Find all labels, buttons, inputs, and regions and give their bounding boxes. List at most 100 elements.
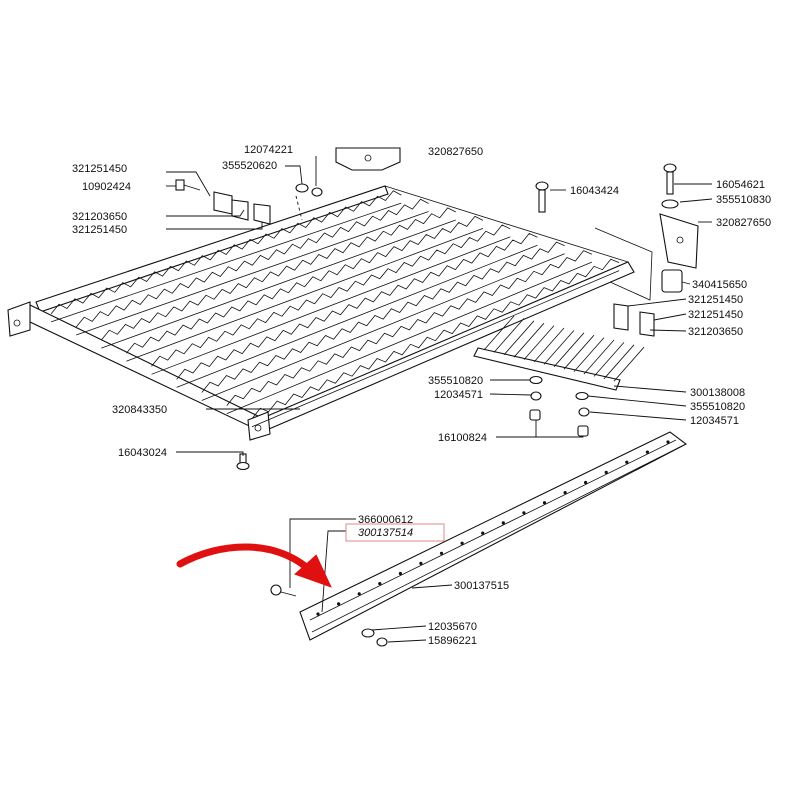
serrated-slat (251, 258, 620, 420)
tine-finger (553, 332, 585, 368)
bolt-16043424-shank (538, 189, 546, 213)
leader-321251450-a (166, 171, 211, 197)
label-300137515: 300137515 (454, 580, 509, 592)
strip-hole (666, 440, 670, 444)
leader-16100824-b (536, 436, 584, 438)
slat-lower-edge (226, 261, 593, 415)
bolt-16043424 (535, 181, 549, 213)
mid-hardware (529, 375, 590, 437)
label-355510820-b: 355510820 (690, 401, 745, 413)
leader-355520620 (285, 165, 303, 185)
strip-hole (522, 511, 526, 515)
front-bracket-hole (254, 424, 262, 432)
label-355510830: 355510830 (716, 194, 771, 206)
serrated-slat (126, 215, 484, 354)
strip-holes (316, 440, 670, 616)
serrated-slat (100, 207, 456, 341)
label-12034571-b: 12034571 (690, 415, 739, 427)
left-end-bracket (7, 301, 31, 337)
leader-16100824-a (496, 420, 537, 438)
label-15896221: 15896221 (428, 635, 477, 647)
strip-hole (316, 612, 320, 616)
dashed-leader-washer (295, 195, 303, 221)
top-plate-hole (364, 154, 372, 162)
tine-finger (543, 330, 575, 365)
nut-12034571-b (578, 407, 590, 417)
leader-300137514 (321, 530, 346, 613)
strip-edge-line (311, 445, 683, 633)
tine-finger (573, 337, 605, 372)
label-355520620: 355520620 (222, 160, 277, 172)
strip-hole (645, 450, 650, 454)
plate-320827650 (659, 213, 699, 269)
leader-12034571-a (489, 393, 532, 396)
serrated-slat (176, 233, 538, 380)
label-321251450-a: 321251450 (72, 163, 127, 175)
tine-finger (493, 318, 525, 353)
slat-lower-edge (176, 244, 538, 388)
nut-16100824-a (529, 409, 541, 421)
slat-lower-edge (101, 219, 456, 349)
tine-finger (593, 342, 625, 377)
tine-bar (473, 347, 621, 391)
louvre-slats (50, 190, 620, 428)
label-366000612: 366000612 (358, 514, 413, 526)
label-320827650: 320827650 (716, 217, 771, 229)
leader-340415650 (681, 281, 691, 285)
bolt-16043024-head (236, 461, 250, 471)
right-rail (384, 185, 629, 263)
strip-hole (584, 480, 588, 485)
label-321251450-d: 321251450 (688, 309, 743, 321)
bracket-321251450-b (253, 203, 271, 225)
label-12035670: 12035670 (428, 621, 477, 633)
bracket-321251450-a (213, 191, 233, 215)
leader-12035670 (371, 625, 427, 631)
leader-321251450-c (627, 298, 687, 307)
top-plate-fragment (335, 147, 401, 171)
strip-hole (460, 541, 464, 545)
bolt-366000612 (270, 584, 297, 597)
label-321203650-a: 321203650 (72, 211, 127, 223)
block-340415650 (661, 269, 683, 293)
serrated-slat (75, 198, 429, 328)
label-16043424: 16043424 (570, 185, 619, 197)
strip-hole (439, 551, 444, 555)
bolt-366000612-shank (280, 591, 297, 597)
leader-321203650-a (166, 209, 245, 217)
leader-366000612 (289, 518, 356, 588)
front-left-bracket (247, 411, 271, 441)
bolt-366000612-head (270, 584, 282, 596)
front-rail (257, 261, 635, 433)
bolt-16054621-head (663, 163, 677, 173)
label-top-cut-left: 12074221 (244, 144, 293, 156)
tine-finger (613, 346, 645, 382)
strip-hole (563, 491, 567, 495)
bolt-16043024 (236, 453, 250, 471)
strip-hole (337, 602, 341, 606)
tine-finger (513, 322, 545, 358)
leader-300137515 (411, 584, 453, 589)
washer-355510830 (661, 199, 679, 209)
serrated-slat (201, 241, 565, 393)
label-16100824: 16100824 (438, 432, 487, 444)
serrated-slat (50, 190, 402, 315)
left-upper-hardware (175, 179, 323, 225)
tine-finger (503, 320, 535, 356)
tine-finger (583, 339, 615, 375)
serrated-slat (151, 224, 511, 367)
arrow-curve (176, 543, 316, 576)
strip-hole (625, 460, 629, 464)
label-16054621: 16054621 (716, 179, 765, 191)
tine-finger (603, 344, 635, 380)
tine-finger (483, 315, 515, 351)
slat-lower-edge (126, 228, 484, 362)
tine-finger (563, 334, 595, 370)
label-top-cut-right: 320827650 (428, 146, 483, 158)
leader-12034571-b (589, 411, 687, 421)
leader-15896221 (387, 639, 427, 643)
right-side-hardware (613, 163, 699, 337)
strip-hole (604, 470, 608, 474)
label-12034571-a: 12034571 (434, 389, 483, 401)
tine-assembly-300138008 (473, 315, 645, 391)
strip-hole (419, 561, 423, 566)
